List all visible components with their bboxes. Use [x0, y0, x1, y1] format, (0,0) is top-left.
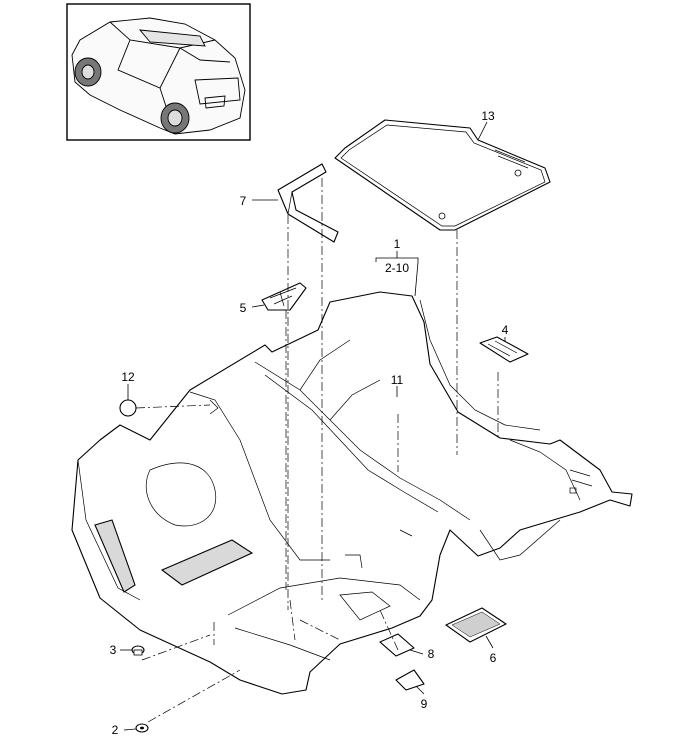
callout-9: 9 — [421, 697, 428, 711]
part-12-plug — [119, 399, 137, 417]
part-1-floor-covering — [71, 291, 633, 695]
callout-6: 6 — [490, 651, 497, 665]
callout-3: 3 — [110, 643, 117, 657]
suv-outline-icon — [71, 17, 246, 135]
leader-lines — [120, 121, 506, 731]
part-7-trim-strip — [277, 163, 339, 243]
part-9-pad — [395, 669, 425, 691]
callout-12: 12 — [121, 370, 135, 384]
callout-4: 4 — [502, 323, 509, 337]
part-2-clip — [135, 723, 149, 733]
part-4-clip — [479, 336, 529, 363]
callout-labels: 1 2-10 13 7 5 4 11 12 3 2 6 8 9 — [110, 109, 509, 737]
part-3-clip — [131, 645, 145, 656]
callout-2-10: 2-10 — [385, 261, 409, 275]
callout-11: 11 — [391, 373, 404, 387]
callout-13: 13 — [481, 109, 495, 123]
callout-5: 5 — [240, 301, 247, 315]
part-5-bracket — [261, 282, 307, 311]
assembly-lines — [135, 178, 499, 723]
part-8-pad — [379, 633, 415, 657]
part-13-luggage-mat — [334, 119, 551, 231]
callout-7: 7 — [240, 194, 247, 208]
callout-1: 1 — [394, 237, 401, 251]
callout-8: 8 — [428, 647, 435, 661]
part-6-insulation-mat — [445, 607, 507, 643]
vehicle-inset — [66, 3, 251, 141]
callout-2: 2 — [112, 723, 119, 737]
